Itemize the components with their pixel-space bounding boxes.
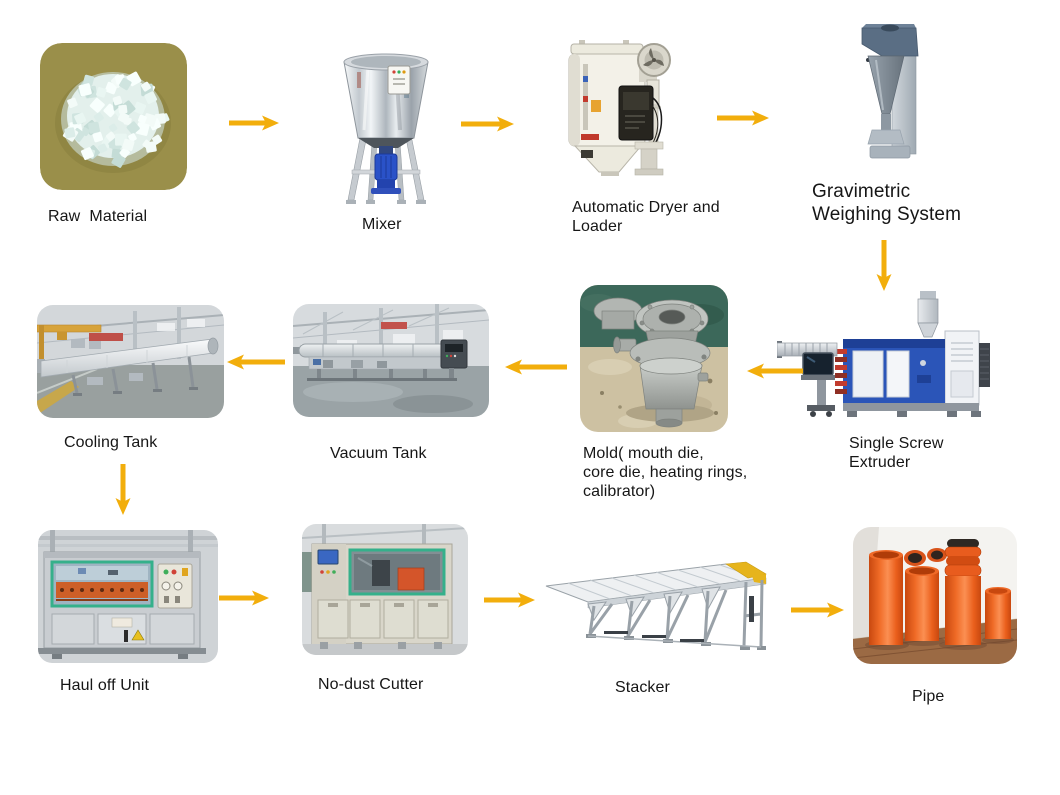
arrow-cooling-tank-to-haul-off: [115, 464, 131, 515]
mixer-motor: [371, 146, 401, 194]
heater-clamps: [835, 349, 847, 394]
mold-label: Mold( mouth die, core die, heating rings…: [583, 445, 748, 500]
stacker-legs: [587, 579, 764, 647]
arrow-vacuum-tank-to-cooling-tank: [227, 354, 285, 370]
extruder-control-panel: [801, 352, 835, 417]
mixer-illustration: [343, 53, 429, 204]
dryer-control-box: [618, 85, 663, 147]
stacker-label: Stacker: [615, 679, 670, 696]
vacuum-tank-photo: [293, 304, 489, 417]
no-dust-cutter-label: No-dust Cutter: [318, 676, 424, 693]
arrow-gravimetric-to-extruder: [876, 240, 892, 291]
pipes: [869, 539, 1011, 645]
arrow-stacker-to-pipe: [791, 602, 844, 618]
mixer-label: Mixer: [362, 216, 402, 233]
mold-steel-parts: [593, 297, 711, 428]
arrow-mold-to-vacuum-tank: [505, 359, 567, 375]
stacker-illustration: [545, 561, 767, 650]
cooling-tank-machine: [37, 337, 219, 396]
arrow-haul-off-to-cutter: [219, 590, 269, 606]
extruder-illustration: [777, 291, 990, 417]
arrow-raw-material-to-mixer: [229, 115, 279, 131]
gravimetric-weighing-system-label: Gravimetric Weighing System: [812, 181, 961, 225]
pipe-photo: [853, 527, 1017, 664]
haul-off-window: [50, 560, 154, 608]
fan-icon: [637, 43, 671, 82]
arrow-cutter-to-stacker: [484, 592, 535, 608]
cooling-tank-label: Cooling Tank: [64, 434, 158, 451]
mold-photo: [580, 285, 728, 432]
no-dust-cutter-photo: [302, 524, 468, 655]
vacuum-tank-label: Vacuum Tank: [330, 445, 427, 462]
vacuum-tank-machine: [293, 339, 468, 381]
cutter-window: [348, 548, 446, 596]
mixer-control-box: [387, 65, 411, 95]
raw-material-label: Raw Material: [48, 208, 148, 225]
dryer-illustration: [568, 40, 671, 176]
haul-off-control-panel: [157, 563, 193, 609]
haul-off-unit-label: Haul off Unit: [60, 677, 150, 694]
pellet-pile: [62, 71, 170, 168]
arrow-mixer-to-dryer: [461, 116, 514, 132]
gravimetric-illustration: [861, 24, 919, 159]
single-screw-extruder-label: Single Screw Extruder: [849, 435, 944, 471]
raw-material-photo: [40, 43, 187, 190]
automatic-dryer-loader-label: Automatic Dryer and Loader: [572, 199, 720, 235]
arrow-dryer-to-gravimetric: [717, 110, 769, 126]
haul-off-photo: [38, 530, 218, 663]
cooling-tank-photo: [37, 305, 224, 418]
pipe-label: Pipe: [912, 688, 945, 705]
